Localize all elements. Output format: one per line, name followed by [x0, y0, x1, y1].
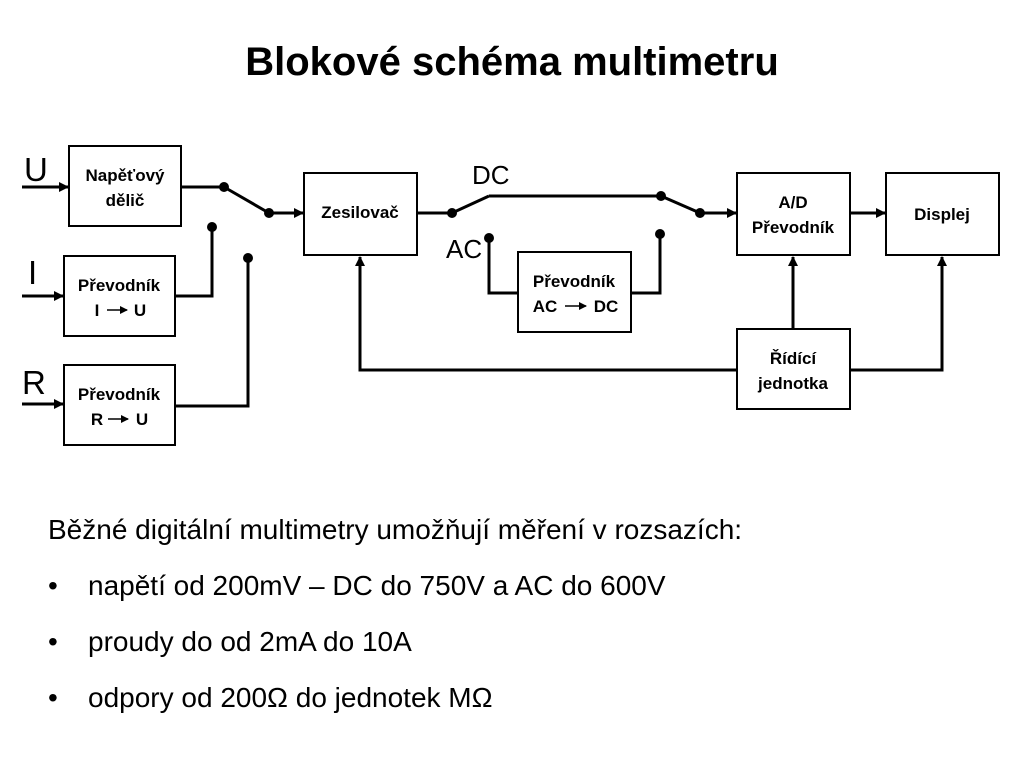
block-control-unit: [736, 328, 851, 410]
divider-label-1: Napěťový: [85, 166, 165, 185]
divider-label-2: dělič: [106, 191, 145, 210]
wire-conv-ru-contact: [175, 258, 250, 408]
switch-contact-r: [243, 253, 253, 263]
bullet-item-voltage: • napětí od 200mV – DC do 750V a AC do 6…: [48, 568, 998, 603]
bullet-text-voltage: napětí od 200mV – DC do 750V a AC do 600…: [88, 570, 666, 601]
conv-ru-label-from: R: [91, 410, 103, 429]
switch-contact-amp: [447, 208, 457, 218]
display-label: Displej: [914, 205, 970, 224]
conv-ru-label-to: U: [136, 410, 148, 429]
switch-contact-ac: [484, 233, 494, 243]
switch-contact-u: [219, 182, 229, 192]
adc-label-1: A/D: [778, 193, 807, 212]
input-label-i: I: [28, 254, 37, 291]
adc-switch-blade: [660, 194, 701, 215]
bullet-icon: •: [48, 626, 58, 657]
conv-acdc-label-to: DC: [594, 297, 619, 316]
input-label-r: R: [22, 364, 46, 401]
block-converter-i-u: [63, 255, 176, 337]
control-label-1: Řídící: [770, 349, 818, 368]
block-converter-r-u: [63, 364, 176, 446]
block-adc: [736, 172, 851, 256]
input-switch-blade: [223, 185, 270, 215]
block-display: [885, 172, 1000, 256]
switch-label-dc: DC: [472, 160, 510, 190]
switch-contact-adc: [695, 208, 705, 218]
wire-control-amplifier: [355, 256, 737, 372]
switch-label-ac: AC: [446, 234, 482, 264]
bullet-icon: •: [48, 570, 58, 601]
switch-contact-i: [207, 222, 217, 232]
bullet-item-resistance: • odpory od 200Ω do jednotek MΩ: [48, 680, 998, 715]
conv-iu-label-from: I: [95, 301, 100, 320]
input-label-u: U: [24, 151, 48, 188]
switch-contact-dc-right: [656, 191, 666, 201]
conv-ru-label-1: Převodník: [78, 385, 161, 404]
bullet-text-current: proudy do od 2mA do 10A: [88, 626, 412, 657]
switch-contact-ac-right: [655, 229, 665, 239]
adc-label-2: Převodník: [752, 218, 835, 237]
wire-conv-iu-contact: [175, 227, 214, 298]
conv-iu-label-1: Převodník: [78, 276, 161, 295]
acdc-switch-blade: [451, 194, 490, 215]
wire-control-display: [850, 256, 947, 372]
block-voltage-divider: [68, 145, 182, 227]
control-label-2: jednotka: [757, 374, 828, 393]
conv-iu-label-to: U: [134, 301, 146, 320]
text-body: Běžné digitální multimetry umožňují měře…: [48, 512, 998, 736]
conv-acdc-label-1: Převodník: [533, 272, 616, 291]
block-amplifier: [303, 172, 418, 256]
bullet-text-resistance: odpory od 200Ω do jednotek MΩ: [88, 682, 493, 713]
conv-acdc-label-from: AC: [533, 297, 558, 316]
amplifier-label: Zesilovač: [321, 203, 399, 222]
slide-title: Blokové schéma multimetru: [245, 40, 779, 84]
wire-ac-branch-out: [631, 234, 662, 295]
bullet-icon: •: [48, 682, 58, 713]
block-diagram: U I R Napěťový dělič Převodník I U Převo…: [22, 145, 1000, 446]
switch-contact-out: [264, 208, 274, 218]
bullet-item-current: • proudy do od 2mA do 10A: [48, 624, 998, 659]
wire-ac-branch-in: [487, 238, 518, 295]
block-converter-ac-dc: [517, 251, 632, 333]
intro-text: Běžné digitální multimetry umožňují měře…: [48, 514, 743, 545]
